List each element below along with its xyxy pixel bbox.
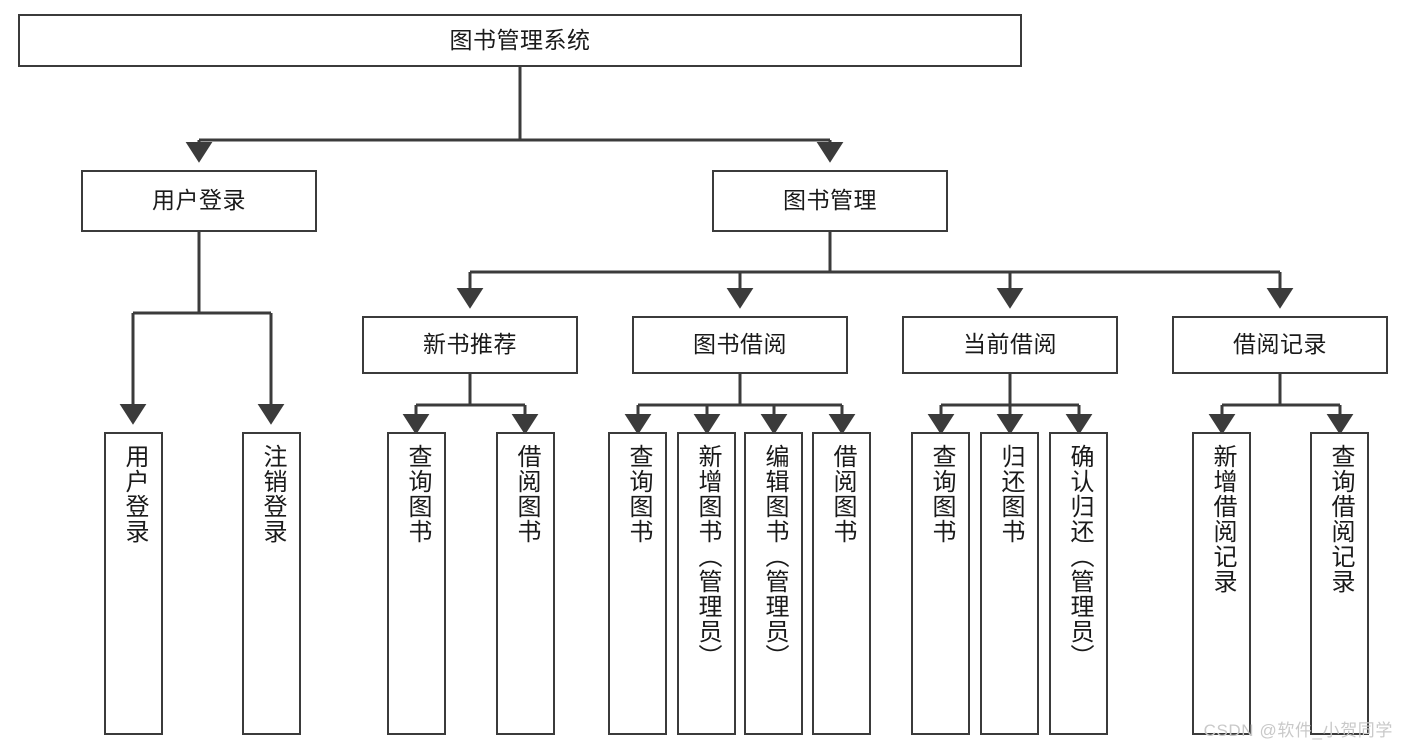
node-book-borrow[interactable]: 图书借阅: [632, 316, 848, 374]
node-leaf-return-book[interactable]: 归还图书: [980, 432, 1039, 735]
csdn-watermark: CSDN @软件_小贺同学: [1203, 721, 1393, 740]
node-leaf-confirm-return-label: 确认归还（管理员）: [1065, 444, 1093, 669]
node-leaf-logout-label: 注销登录: [258, 444, 286, 544]
node-leaf-borrow-book-1[interactable]: 借阅图书: [496, 432, 555, 735]
node-leaf-borrow-book-1-label: 借阅图书: [512, 444, 540, 544]
node-current-borrow[interactable]: 当前借阅: [902, 316, 1118, 374]
node-leaf-edit-book[interactable]: 编辑图书（管理员）: [744, 432, 803, 735]
node-borrow-record[interactable]: 借阅记录: [1172, 316, 1388, 374]
node-leaf-query-book-2[interactable]: 查询图书: [608, 432, 667, 735]
node-leaf-query-book-1[interactable]: 查询图书: [387, 432, 446, 735]
node-leaf-query-book-3-label: 查询图书: [927, 444, 955, 544]
node-leaf-borrow-book-2-label: 借阅图书: [828, 444, 856, 544]
node-user-login-label: 用户登录: [152, 187, 246, 214]
node-leaf-add-book[interactable]: 新增图书（管理员）: [677, 432, 736, 735]
node-borrow-record-label: 借阅记录: [1233, 331, 1327, 358]
node-root-label: 图书管理系统: [449, 26, 591, 53]
node-new-book-recommend-label: 新书推荐: [423, 331, 517, 358]
node-leaf-edit-book-label: 编辑图书（管理员）: [760, 444, 788, 669]
node-leaf-query-record-label: 查询借阅记录: [1326, 444, 1354, 594]
node-leaf-query-book-3[interactable]: 查询图书: [911, 432, 970, 735]
node-root[interactable]: 图书管理系统: [18, 14, 1022, 67]
node-book-management[interactable]: 图书管理: [712, 170, 948, 232]
node-leaf-confirm-return[interactable]: 确认归还（管理员）: [1049, 432, 1108, 735]
node-leaf-user-login[interactable]: 用户登录: [104, 432, 163, 735]
node-leaf-query-book-2-label: 查询图书: [624, 444, 652, 544]
node-current-borrow-label: 当前借阅: [963, 331, 1057, 358]
node-leaf-query-record[interactable]: 查询借阅记录: [1310, 432, 1369, 735]
node-leaf-query-book-1-label: 查询图书: [403, 444, 431, 544]
node-leaf-return-book-label: 归还图书: [996, 444, 1024, 544]
node-book-borrow-label: 图书借阅: [693, 331, 787, 358]
node-book-management-label: 图书管理: [783, 187, 877, 214]
node-leaf-borrow-book-2[interactable]: 借阅图书: [812, 432, 871, 735]
node-user-login[interactable]: 用户登录: [81, 170, 317, 232]
node-leaf-add-record-label: 新增借阅记录: [1208, 444, 1236, 594]
node-leaf-add-record[interactable]: 新增借阅记录: [1192, 432, 1251, 735]
node-leaf-user-login-label: 用户登录: [120, 444, 148, 544]
node-new-book-recommend[interactable]: 新书推荐: [362, 316, 578, 374]
node-leaf-logout[interactable]: 注销登录: [242, 432, 301, 735]
node-leaf-add-book-label: 新增图书（管理员）: [693, 444, 721, 669]
